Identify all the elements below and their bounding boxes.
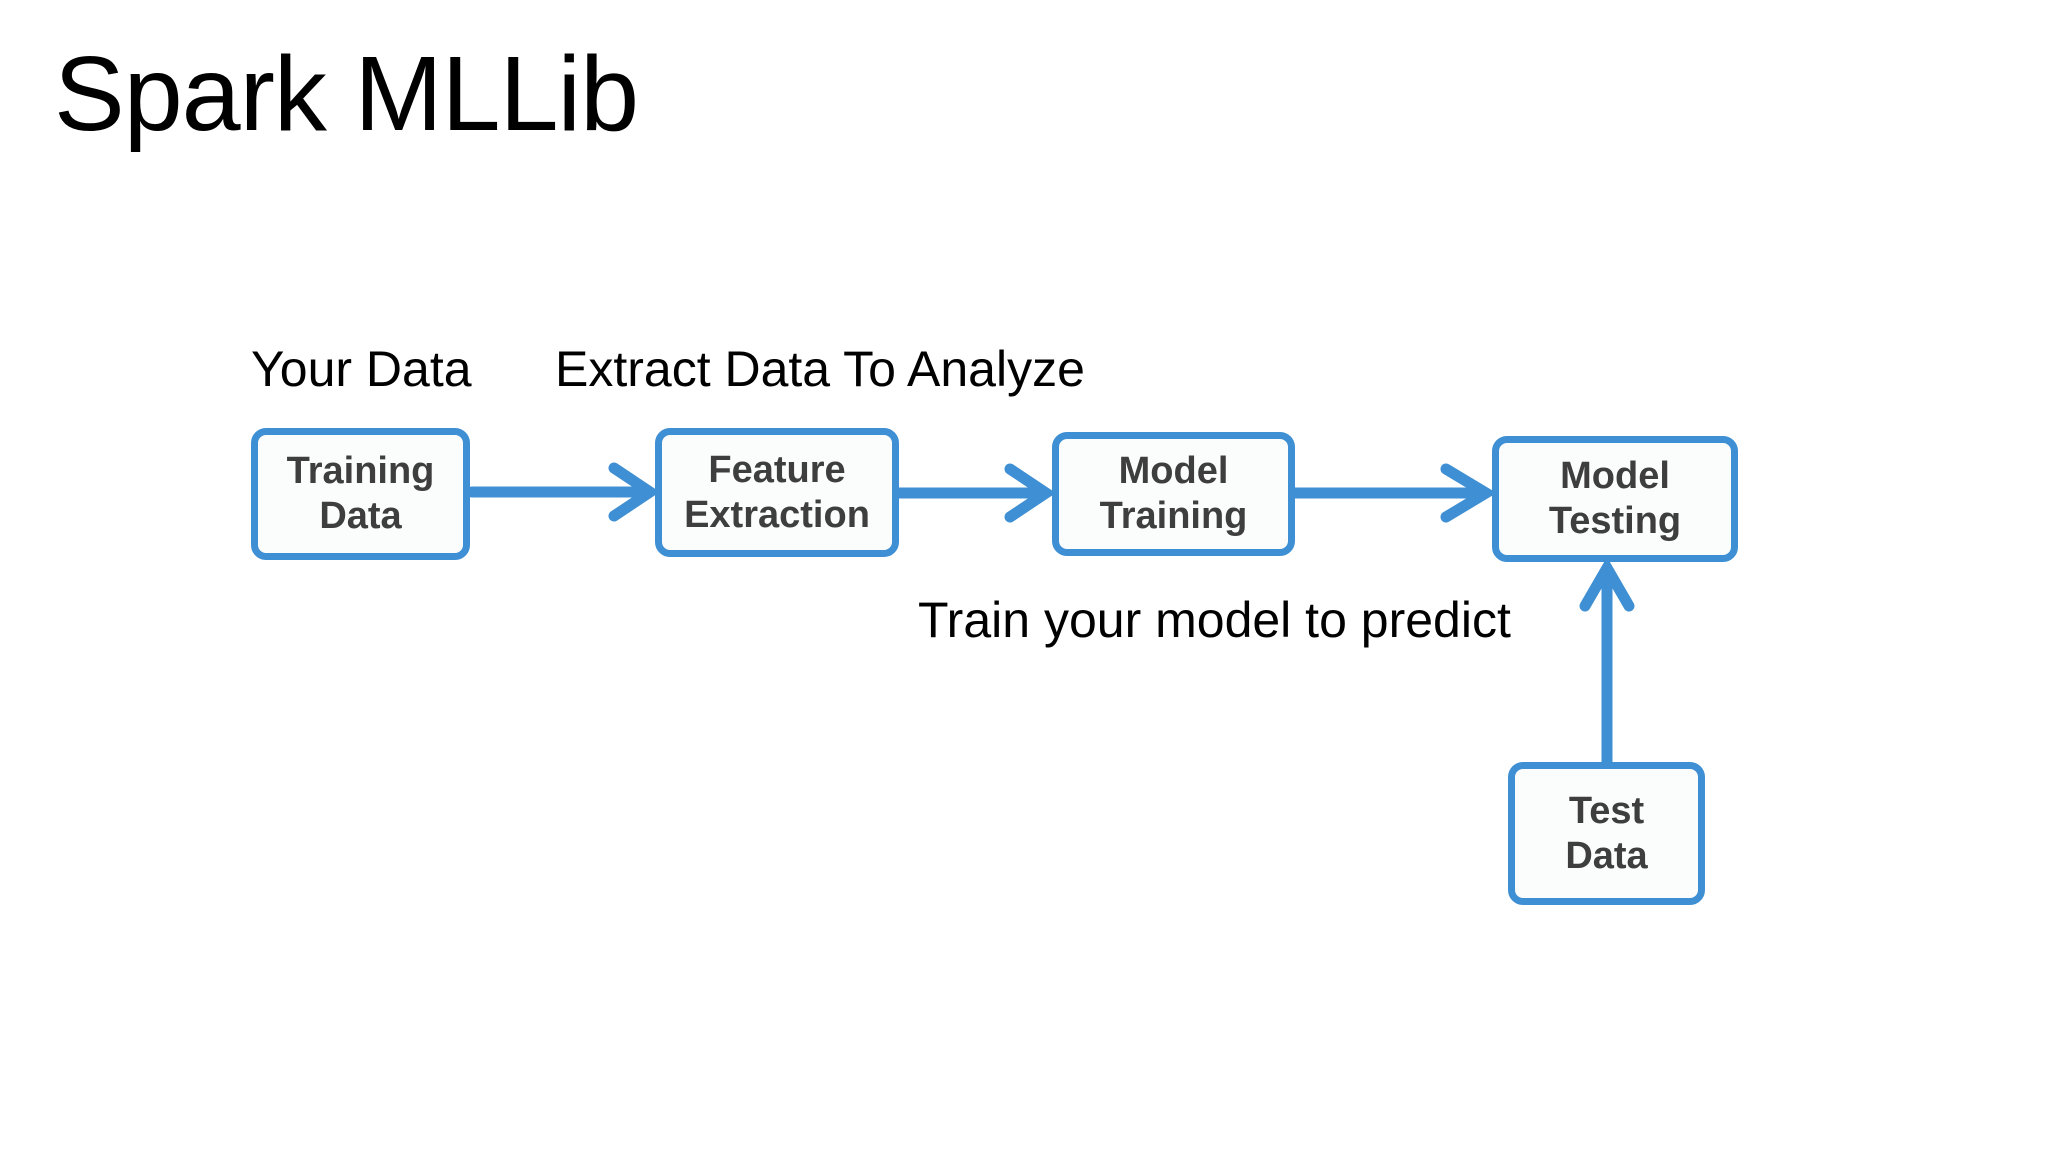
arrow-model-training-to-model-testing — [1289, 463, 1497, 523]
node-label-line: Testing — [1548, 500, 1682, 542]
page-title: Spark MLLib — [54, 35, 639, 153]
node-test-data: Test Data — [1508, 762, 1705, 905]
node-training-data: Training Data — [251, 428, 470, 560]
annotation-extract-data-to-analyze: Extract Data To Analyze — [555, 341, 1085, 397]
node-label-line: Training — [1099, 495, 1248, 537]
node-label-line: Training — [286, 450, 435, 492]
node-model-testing: Model Testing — [1492, 436, 1738, 562]
arrow-training-data-to-feature-extraction — [466, 462, 660, 522]
node-label-line: Model — [1560, 455, 1670, 497]
annotation-your-data: Your Data — [251, 341, 472, 397]
node-label-line: Test — [1568, 789, 1645, 832]
annotation-train-your-model-to-predict: Train your model to predict — [918, 592, 1511, 648]
node-label-line: Data — [1565, 834, 1648, 877]
arrow-test-data-to-model-testing — [1579, 557, 1635, 768]
node-label-line: Feature — [708, 448, 846, 491]
arrow-feature-extraction-to-model-training — [893, 463, 1056, 523]
node-label-line: Extraction — [684, 493, 870, 536]
node-model-training: Model Training — [1052, 432, 1295, 556]
node-label-line: Model — [1118, 450, 1229, 492]
node-label-line: Data — [319, 495, 402, 537]
node-feature-extraction: Feature Extraction — [655, 428, 899, 557]
